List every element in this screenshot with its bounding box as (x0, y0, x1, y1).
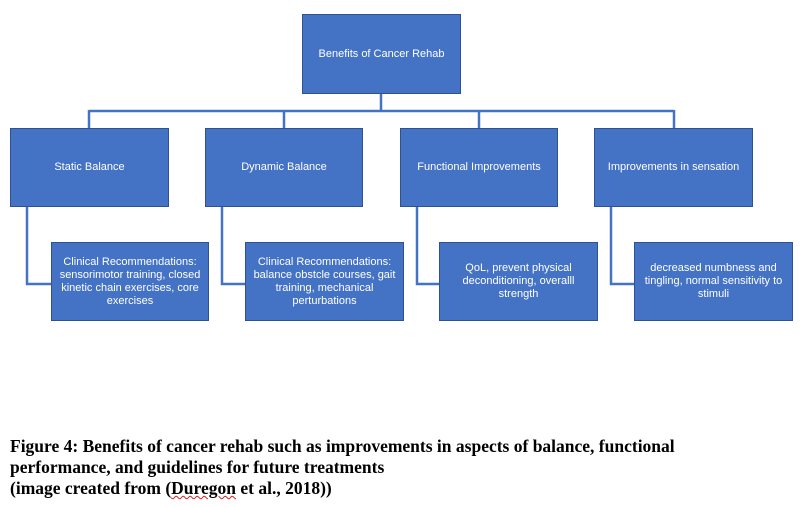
root-node: Benefits of Cancer Rehab (302, 14, 461, 94)
caption-line-3: (image created from (Duregon et al., 201… (10, 478, 795, 499)
root-node-label: Benefits of Cancer Rehab (318, 47, 445, 60)
category-label: Dynamic Balance (241, 161, 327, 173)
category-node-dynamic-balance: Dynamic Balance (205, 128, 363, 207)
figure-caption: Figure 4: Benefits of cancer rehab such … (10, 436, 795, 499)
caption-citation-author: Duregon (171, 478, 236, 498)
elbow-connector-2 (220, 207, 246, 286)
caption-citation-suffix: et al., 2018)) (236, 478, 332, 498)
caption-line-1: Figure 4: Benefits of cancer rehab such … (10, 436, 675, 456)
detail-text: decreased numbness and tingling, normal … (644, 262, 783, 300)
detail-node-functional-improvements: QoL, prevent physical deconditioning, ov… (439, 242, 598, 321)
caption-line-2: performance, and guidelines for future t… (10, 457, 385, 477)
detail-node-improvements-in-sensation: decreased numbness and tingling, normal … (634, 242, 793, 321)
category-node-functional-improvements: Functional Improvements (400, 128, 558, 207)
category-node-improvements-in-sensation: Improvements in sensation (594, 128, 753, 207)
elbow-connector-4 (609, 207, 635, 286)
category-label: Static Balance (54, 161, 125, 173)
detail-text: Clinical Recommendations: sensorimotor t… (59, 255, 201, 307)
elbow-connector-3 (415, 207, 440, 286)
detail-node-dynamic-balance: Clinical Recommendations: balance obstcl… (245, 242, 404, 321)
category-node-static-balance: Static Balance (10, 128, 169, 207)
caption-citation-prefix: (image created from ( (10, 478, 172, 498)
detail-text: Clinical Recommendations: balance obstcl… (253, 255, 396, 307)
category-label: Improvements in sensation (607, 161, 740, 173)
detail-node-static-balance: Clinical Recommendations: sensorimotor t… (51, 242, 209, 321)
category-label: Functional Improvements (417, 161, 541, 173)
elbow-connector-1 (25, 207, 52, 286)
detail-text: QoL, prevent physical deconditioning, ov… (462, 262, 575, 300)
